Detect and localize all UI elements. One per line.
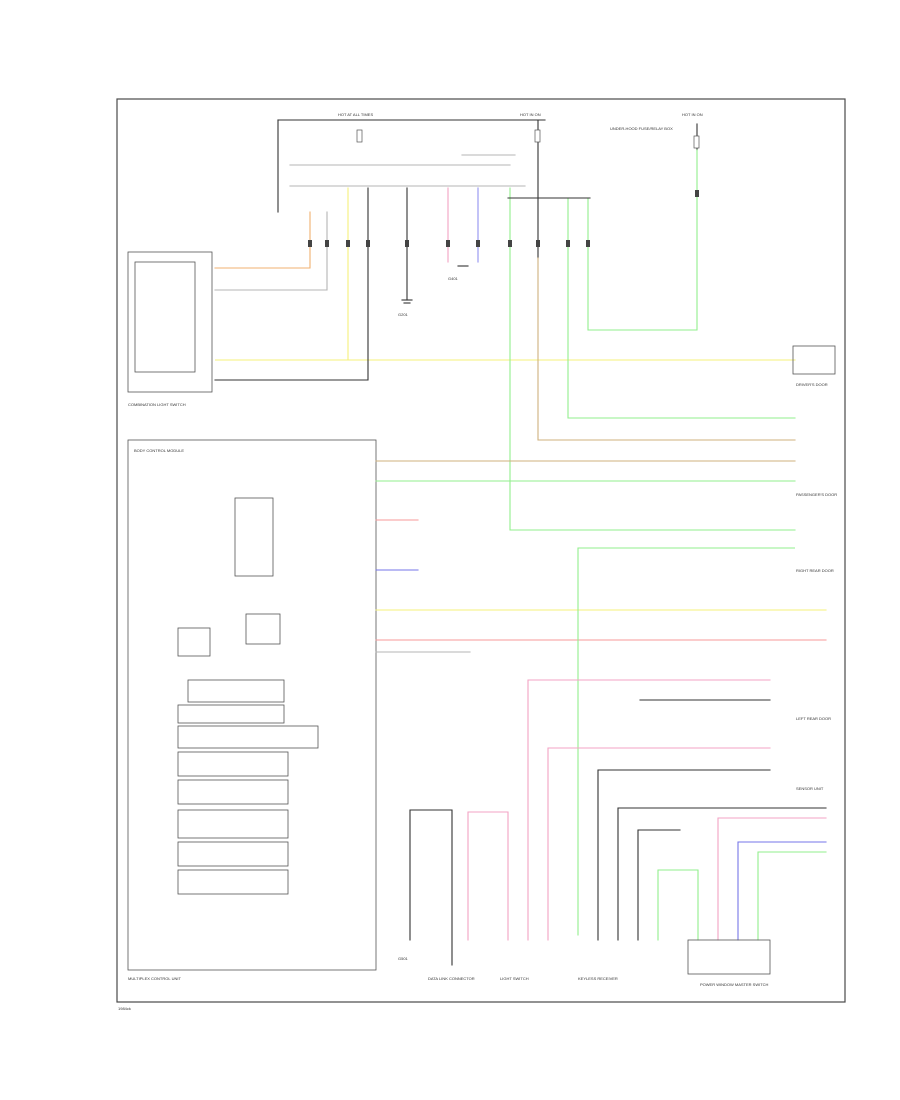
module-stack-2 [177,704,285,724]
module-sub-3 [245,613,281,645]
wire-yellow-main [215,187,796,361]
module-label: BODY CONTROL MODULE [134,448,184,453]
drop-connectors [308,190,699,247]
wire-black-lower-5 [409,809,453,966]
wire-green-lower [757,851,827,941]
connector [346,240,350,247]
top-power-section: HOT AT ALL TIMES HOT IN ON HOT IN ON UND… [277,112,703,259]
connector [695,190,699,197]
wire-green-lower-2 [657,869,699,941]
bottom-right-unit-label: POWER WINDOW MASTER SWITCH [700,982,769,987]
ground-g2: G401 [448,265,469,281]
module-sub-2 [177,627,211,657]
wire-black-lower-3 [617,807,827,941]
connector [508,240,512,247]
wire-pink-lower [527,679,771,941]
module-box [127,439,377,971]
combination-switch-box [127,251,213,393]
top-fuse-left-label: HOT AT ALL TIMES [338,112,373,117]
wire-green-left [509,187,796,531]
wire-green-mid [567,197,796,419]
connector [476,240,480,247]
module-stack-6 [177,809,289,839]
top-fuse-right-label: HOT IN ON [682,112,703,117]
wire-orange-switch [214,211,311,269]
module-stack-4 [177,751,289,777]
sensor-unit-label: SENSOR UNIT [796,786,824,791]
combination-switch: COMBINATION LIGHT SWITCH [127,251,213,407]
wire-green-long [577,547,795,936]
connector [566,240,570,247]
module-stack-8 [177,869,289,895]
wire-black-lower-4 [637,829,681,941]
switch-inner [134,261,196,373]
bottom-connector-3-label: KEYLESS RECEIVER [578,976,618,981]
top-fuse-mid-label: HOT IN ON [520,112,541,117]
combination-switch-label: COMBINATION LIGHT SWITCH [128,402,186,407]
driver-door-label: DRIVER'S DOOR [796,382,828,387]
module-output-wires [375,460,827,936]
bottom-connector-1-label: DATA LINK CONNECTOR [428,976,475,981]
module-sub-1 [234,497,274,577]
driver-door-connector [792,345,836,375]
wire-blue-lower [737,841,827,941]
wire-brown-mid [537,257,796,441]
footer-code: 1984ck [118,1006,131,1011]
connector [325,240,329,247]
right-connectors: DRIVER'S DOOR PASSENGER'S DOOR RIGHT REA… [792,345,837,791]
fuse-2 [534,129,541,143]
left-rear-label: LEFT REAR DOOR [796,716,831,721]
wire-gray-switch [214,211,328,291]
fuse-1 [356,129,363,143]
ground-g1: G201 [398,299,413,317]
body-control-module: BODY CONTROL MODULE MULTIPLEX CONTROL UN… [127,439,377,981]
passenger-door-label: PASSENGER'S DOOR [796,492,837,497]
bottom-connector-2-label: LIGHT SWITCH [500,976,529,981]
lower-wires [409,679,827,966]
connector [366,240,370,247]
module-stack-3 [177,725,319,749]
module-stack-7 [177,841,289,867]
diagram-frame [116,98,846,1003]
fuse-box-label: UNDER-HOOD FUSE/RELAY BOX [610,126,673,131]
wire-pink-lower-3 [717,817,827,941]
drop-wires [214,149,796,531]
bottom-left-panel-label: MULTIPLEX CONTROL UNIT [128,976,181,981]
connector [536,240,540,247]
ground-g2-label: G401 [448,276,459,281]
wire-green-right [587,149,698,331]
wire-black-switch [214,187,369,381]
connector [405,240,409,247]
bottom-right-unit-box [687,939,771,975]
module-stack-5 [177,779,289,805]
connector [308,240,312,247]
wire-black-lower-2 [597,769,771,941]
connector [446,240,450,247]
ground-g3-label: G501 [398,956,409,961]
fuse-3 [693,135,700,149]
ground-g1-label: G201 [398,312,409,317]
wire-pink-lower-4 [467,811,509,941]
bottom-components: G501 DATA LINK CONNECTOR LIGHT SWITCH KE… [398,939,771,987]
wire-pink-lower-2 [547,747,771,941]
right-rear-label: RIGHT REAR DOOR [796,568,834,573]
module-stack-1 [187,679,285,703]
connector [586,240,590,247]
